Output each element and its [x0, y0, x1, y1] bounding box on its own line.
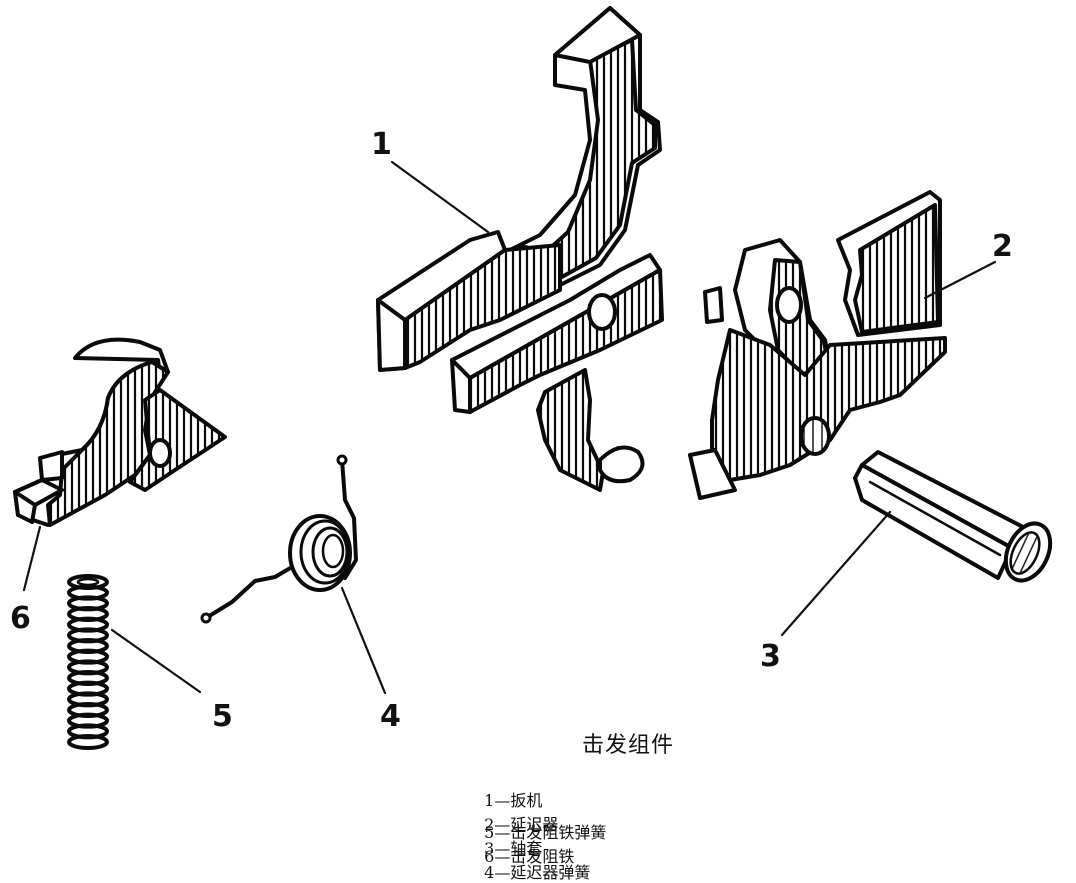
leader-4: [340, 586, 387, 695]
part-5-sear-spring: [67, 574, 109, 750]
spring-opening: [76, 577, 100, 587]
exploded-view-illustration: [13, 6, 1053, 750]
callout-6: 6: [10, 601, 31, 636]
leader-3: [780, 510, 892, 637]
figure-title: 击发组件: [582, 733, 675, 758]
part-4-delayer-spring: [200, 454, 358, 624]
legend-item-1: 1—扳机: [484, 791, 543, 810]
leader-2: [923, 260, 997, 300]
callout-3: 3: [760, 639, 781, 674]
leader-5: [110, 628, 202, 694]
part-2-delayer: [688, 190, 947, 500]
callout-1: 1: [371, 127, 392, 162]
leader-1: [390, 160, 490, 234]
callout-4: 4: [380, 699, 401, 734]
part-1-trigger: [376, 6, 664, 492]
part-6-sear: [13, 337, 227, 527]
part-3-bushing: [853, 450, 1053, 583]
legend-row-2: 5—击发阻铁弹簧 6—击发阻铁: [474, 800, 642, 867]
leader-6: [22, 525, 42, 592]
spring-coil: [67, 734, 109, 750]
legend-item-2: 2—延迟器: [484, 815, 559, 834]
callout-2: 2: [992, 229, 1013, 264]
leader-lines: [22, 160, 997, 695]
callout-5: 5: [212, 699, 233, 734]
legend-item-6: 6—击发阻铁: [484, 847, 575, 866]
